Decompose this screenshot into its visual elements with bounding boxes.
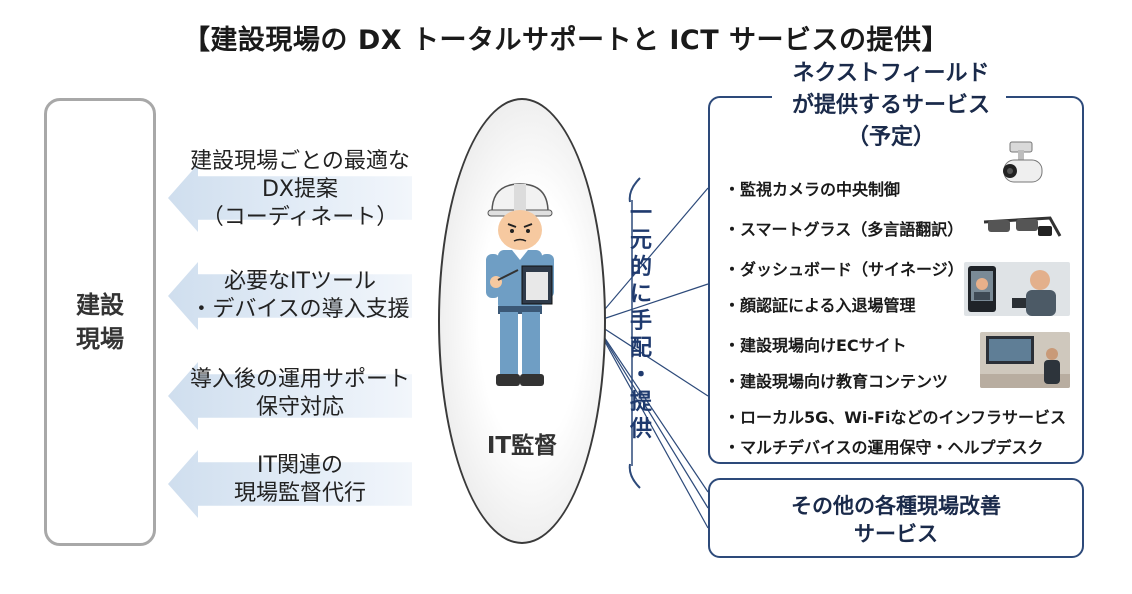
construction-site-box bbox=[44, 98, 156, 546]
arrow-text-line: DX提案 bbox=[261, 177, 338, 202]
service-item: ・建設現場向け教育コンテンツ bbox=[724, 372, 949, 391]
arrow-text-line: 導入後の運用サポート bbox=[189, 367, 410, 392]
camera-icon bbox=[1003, 141, 1043, 183]
bracket-char: 元 bbox=[629, 228, 652, 253]
hardhat-worker-icon bbox=[486, 183, 554, 386]
services-title-background bbox=[772, 84, 1006, 154]
arrow-text-line: 建設現場ごとの最適な bbox=[190, 149, 410, 174]
site-label-line1: 建設 bbox=[76, 291, 124, 319]
arrow-text-line: 現場監督代行 bbox=[233, 481, 366, 506]
bracket-char: ・ bbox=[629, 363, 652, 388]
service-item: ・ローカル5G、Wi-Fiなどのインフラサービス bbox=[724, 408, 1066, 427]
other-services-line: その他の各種現場改善 bbox=[791, 494, 1001, 518]
services-title-line: ネクストフィールド bbox=[792, 61, 990, 86]
services-title: ネクストフィールド が提供するサービス （予定） bbox=[756, 58, 1026, 154]
service-item: ・スマートグラス（多言語翻訳） bbox=[724, 220, 964, 239]
bracket-char: に bbox=[629, 282, 652, 307]
arrow-text-site-supervision: IT関連の 現場監督代行 bbox=[180, 452, 420, 508]
bracket-char: 配 bbox=[629, 336, 652, 361]
signage-photo-icon bbox=[980, 332, 1070, 388]
service-item: ・建設現場向けECサイト bbox=[724, 336, 907, 355]
services-title-line: が提供するサービス bbox=[791, 93, 990, 118]
site-label-line2: 現場 bbox=[76, 325, 124, 353]
bracket-char: 的 bbox=[629, 255, 652, 280]
bracket-char: 提 bbox=[629, 390, 652, 415]
unified-procurement-text: 一 元 的 に 手 配 ・ 提 供 bbox=[628, 200, 654, 443]
other-services-line: サービス bbox=[854, 522, 938, 546]
service-item: ・顔認証による入退場管理 bbox=[724, 296, 916, 315]
arrow-text-operation-support: 導入後の運用サポート 保守対応 bbox=[180, 366, 420, 422]
construction-site-label: 建設 現場 bbox=[44, 288, 156, 356]
arrow-text-line: 必要なITツール bbox=[224, 269, 376, 294]
bracket-char: 手 bbox=[629, 309, 652, 334]
arrow-text-line: （コーディネート） bbox=[201, 205, 399, 230]
bracket-char: 供 bbox=[629, 417, 652, 442]
face-auth-photo-icon bbox=[964, 262, 1070, 316]
page-title: 【建設現場の DX トータルサポートと ICT サービスの提供】 bbox=[182, 25, 950, 56]
smart-glasses-icon bbox=[983, 216, 1062, 237]
services-title-line: （予定） bbox=[846, 125, 935, 150]
arrow-text-dx-proposal: 建設現場ごとの最適な DX提案 （コーディネート） bbox=[180, 148, 420, 232]
arrow-text-line: IT関連の bbox=[257, 453, 343, 478]
it-supervisor-label: IT監督 bbox=[486, 433, 558, 459]
arrow-text-line: 保守対応 bbox=[255, 395, 344, 420]
arrow-text-tool-introduction: 必要なITツール ・デバイスの導入支援 bbox=[180, 268, 420, 324]
arrow-text-line: ・デバイスの導入支援 bbox=[190, 297, 410, 322]
bracket-char: 一 bbox=[629, 201, 652, 226]
service-item: ・ダッシュボード（サイネージ） bbox=[724, 260, 964, 279]
service-item: ・マルチデバイスの運用保守・ヘルプデスク bbox=[724, 438, 1044, 457]
it-supervisor-ellipse bbox=[438, 98, 606, 544]
other-services-box: その他の各種現場改善 サービス bbox=[708, 478, 1084, 558]
service-item: ・監視カメラの中央制御 bbox=[724, 180, 901, 199]
